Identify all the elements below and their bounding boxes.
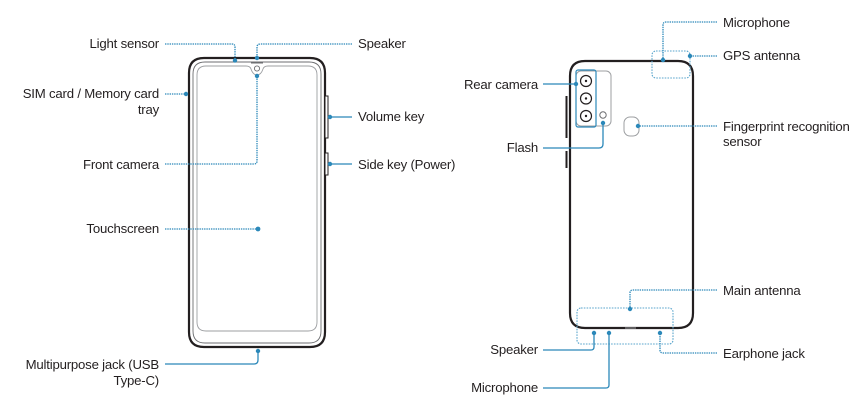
leader-dot-multipurpose-jack (255, 348, 261, 354)
label-gps-antenna: GPS antenna (723, 48, 800, 63)
leader-dot-rear-camera (573, 81, 579, 87)
rear-camera-highlight (575, 69, 597, 128)
back-view (543, 21, 717, 389)
leader-flash (543, 124, 604, 149)
label-fingerprint-line2: sensor (723, 134, 762, 149)
label-speaker-back: Speaker (490, 342, 538, 357)
label-sim-tray-line1: SIM card / Memory card (22, 86, 159, 101)
touchscreen-area (196, 65, 318, 332)
label-flash: Flash (506, 140, 538, 155)
leader-dot-microphone-bottom (606, 330, 612, 336)
label-multipurpose-jack-line1: Multipurpose jack (USB (25, 357, 160, 372)
main-antenna-zone (576, 307, 674, 345)
leader-dot-light-sensor (232, 58, 238, 63)
label-microphone-bottom: Microphone (471, 380, 538, 395)
rear-camera-lens-3-center (584, 114, 588, 118)
leader-dot-speaker-back (591, 330, 597, 336)
leader-microphone-bottom (543, 334, 610, 389)
label-main-antenna: Main antenna (723, 283, 801, 298)
label-front-camera: Front camera (82, 157, 159, 172)
leader-dot-earphone-jack (657, 330, 663, 336)
gps-antenna-zone (651, 50, 691, 79)
leader-dot-volume-key (327, 114, 333, 120)
leader-dot-microphone-top (660, 57, 666, 63)
leader-speaker-front (256, 43, 352, 58)
leader-dot-gps-antenna (687, 53, 693, 59)
label-side-key: Side key (Power) (358, 157, 456, 172)
rear-camera-lens-2-center (584, 97, 588, 100)
label-sim-tray-line2: tray (137, 102, 159, 117)
leader-dot-flash (600, 120, 606, 126)
back-phone-body (568, 59, 695, 330)
label-touchscreen: Touchscreen (86, 221, 159, 236)
rear-camera-lens-1-center (584, 79, 588, 83)
leader-dot-fingerprint (635, 123, 641, 129)
label-rear-camera: Rear camera (463, 77, 538, 92)
front-phone-inner-edge (192, 61, 322, 344)
leader-earphone-jack (659, 334, 717, 354)
front-camera-lens (253, 65, 261, 72)
leader-microphone-top (662, 21, 717, 59)
label-earphone-jack: Earphone jack (723, 346, 805, 361)
volume-key-shape (324, 95, 329, 139)
label-fingerprint-line1: Fingerprint recognition (723, 119, 850, 134)
label-volume-key: Volume key (358, 109, 425, 124)
side-key-shape (324, 152, 329, 176)
label-multipurpose-jack-line2: Type-C) (113, 373, 160, 388)
label-speaker-front: Speaker (358, 36, 406, 51)
leader-main-antenna (629, 289, 717, 308)
leader-dot-speaker-front (254, 55, 260, 61)
leader-dot-main-antenna (627, 306, 633, 312)
leader-multipurpose-jack (165, 352, 259, 365)
leader-dot-side-key (327, 161, 333, 167)
label-light-sensor: Light sensor (89, 36, 160, 51)
front-view (165, 43, 352, 365)
rear-camera-lenses (579, 74, 593, 123)
flash-shape (599, 111, 607, 119)
leader-light-sensor (165, 43, 236, 60)
leader-dot-touchscreen (255, 226, 261, 232)
leader-dot-sim-tray (183, 91, 189, 97)
leader-dot-front-camera (254, 73, 260, 79)
label-microphone-top: Microphone (723, 15, 790, 30)
leader-speaker-back (543, 334, 595, 351)
